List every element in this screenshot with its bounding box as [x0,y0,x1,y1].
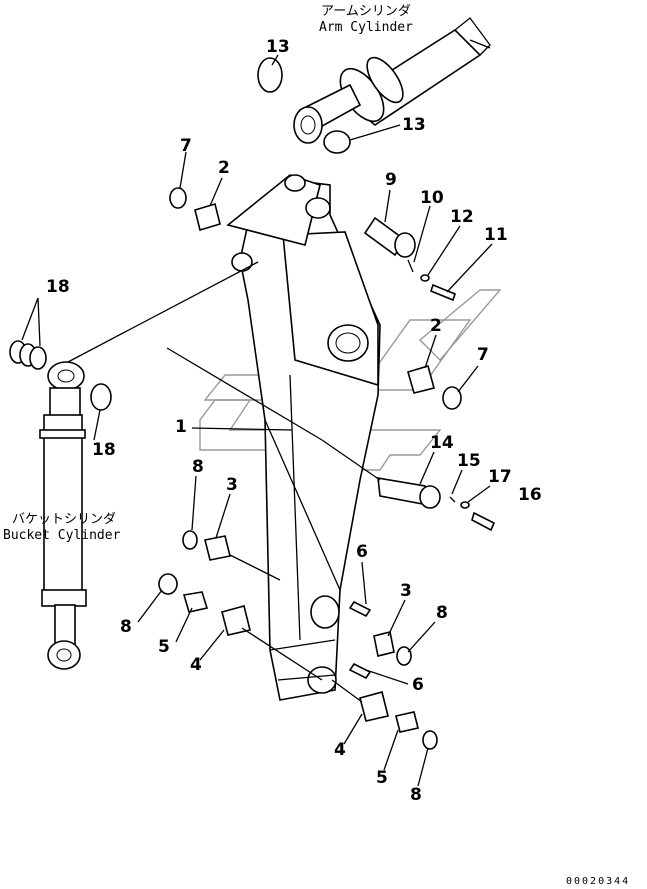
callout-18b: 18 [92,440,116,460]
bushing-4a [221,605,251,636]
seal-8d [422,730,438,750]
small-parts [9,57,496,750]
seal-7b [442,386,462,410]
bolt-15 [449,496,456,503]
callout-10: 10 [420,188,444,208]
washer-12 [420,274,430,282]
seal-8a [182,530,198,550]
arm-cylinder-caption-jp: アームシリンダ [321,4,411,19]
callout-18a: 18 [46,277,70,297]
callout-2a: 2 [218,158,230,178]
callout-16: 16 [518,485,542,505]
callout-3b: 3 [400,581,412,601]
callout-14: 14 [430,433,454,453]
callout-5b: 5 [376,768,388,788]
callouts: 13 13 7 2 9 10 12 11 18 18 2 7 1 14 15 1… [46,37,542,805]
arm-cylinder [293,17,491,144]
callout-15: 15 [457,451,481,471]
arm-body [226,174,381,701]
callout-13b: 13 [402,115,426,135]
seal-8c [158,573,178,595]
bushing-4b [359,691,389,722]
fitting-6a [348,600,372,618]
callout-13a: 13 [266,37,290,57]
fitting-6b [348,662,372,680]
bolt-10 [407,259,414,273]
shim-18c [29,346,47,370]
callout-2b: 2 [430,316,442,336]
callout-12: 12 [450,207,474,227]
callout-5a: 5 [158,637,170,657]
bucket-cylinder-caption-jp: バケットシリンダ [12,512,116,527]
callout-6a: 6 [356,542,368,562]
bushing-5a [182,591,209,613]
bushing-3a [204,535,231,561]
callout-7a: 7 [180,136,192,156]
callout-8a: 8 [192,457,204,477]
drawing-code: 00020344 [566,876,630,887]
bushing-3b [373,631,395,657]
callout-17: 17 [488,467,512,487]
bushing-2b [407,364,435,394]
bucket-cylinder [39,361,87,670]
captions: アームシリンダ Arm Cylinder バケットシリンダ Bucket Cyl… [3,4,630,887]
callout-4b: 4 [334,740,346,760]
shim-13a [257,57,283,93]
bushing-5b [395,711,419,733]
bolt-16 [471,511,496,532]
callout-8d: 8 [410,785,422,805]
seal-7a [169,187,187,209]
callout-8c: 8 [120,617,132,637]
washer-17 [460,501,470,509]
bucket-cylinder-caption-en: Bucket Cylinder [3,528,121,543]
seal-8b [396,646,412,666]
callout-8b: 8 [436,603,448,623]
callout-3a: 3 [226,475,238,495]
callout-6b: 6 [412,675,424,695]
callout-1: 1 [175,417,187,437]
pin-14-head [419,485,441,509]
leader-lines [21,54,493,787]
callout-7b: 7 [477,345,489,365]
arm-cylinder-caption-en: Arm Cylinder [319,20,413,35]
callout-9: 9 [385,170,397,190]
shim-18d [90,383,112,411]
pin-9-head [394,232,416,258]
bushing-2a [194,202,221,232]
callout-4a: 4 [190,655,202,675]
callout-11: 11 [484,225,508,245]
shim-13b [323,130,351,154]
